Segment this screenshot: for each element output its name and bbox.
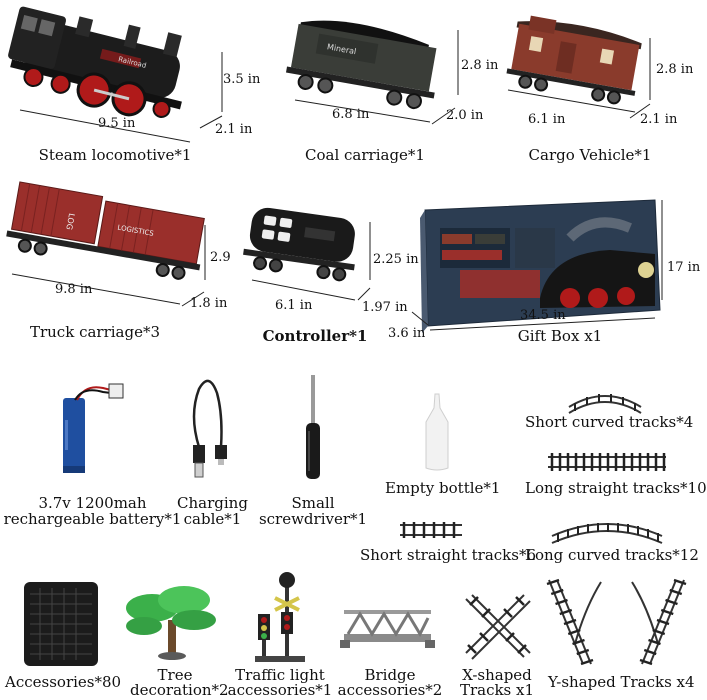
cable-label-1: Charging — [177, 494, 248, 512]
controller-label: Controller*1 — [262, 327, 368, 345]
truck-length: 9.8 in — [55, 282, 93, 297]
truck-carriage-image: LOG LOGISTICS — [6, 181, 205, 280]
tree-label-1: Tree — [157, 666, 193, 684]
gift-box-length: 34.5 in — [520, 308, 566, 323]
long-straight-tracks-label: Long straight tracks*10 — [525, 479, 707, 497]
coal-carriage-image: Mineral — [285, 20, 437, 110]
bridge-image — [340, 610, 435, 648]
locomotive-depth: 2.1 in — [215, 122, 253, 137]
controller-length: 6.1 in — [275, 298, 313, 313]
accessories-image — [24, 582, 98, 666]
steam-locomotive-image: Railroad — [8, 6, 182, 118]
traffic-light-label-1: Traffic light — [235, 666, 325, 684]
tree-label-2: decoration*2 — [130, 681, 229, 699]
locomotive-height: 3.5 in — [223, 72, 261, 87]
battery-label-2: rechargeable battery*1 — [3, 510, 182, 528]
truck-height: 2.9 — [210, 250, 231, 265]
long-straight-tracks-image — [548, 453, 666, 471]
gift-box-image — [420, 199, 661, 333]
truck-carriage-label: Truck carriage*3 — [29, 323, 161, 341]
x-tracks-image — [465, 594, 531, 660]
controller-height: 2.25 in — [373, 252, 419, 267]
screwdriver-label-1: Small — [291, 494, 335, 512]
screwdriver-label-2: screwdriver*1 — [258, 510, 368, 528]
short-straight-tracks-label: Short straight tracks*6 — [360, 546, 537, 564]
short-curved-tracks-image — [568, 394, 642, 414]
gift-box-height: 17 in — [667, 260, 701, 275]
coal-height: 2.8 in — [461, 58, 499, 73]
traffic-light-image — [255, 572, 305, 662]
long-curved-tracks-label: Long curved tracks*12 — [525, 546, 699, 564]
truck-depth: 1.8 in — [190, 296, 228, 311]
coal-depth: 2.0 in — [446, 108, 484, 123]
bridge-label-2: accessories*2 — [337, 681, 443, 699]
x-tracks-label-1: X-shaped — [462, 666, 532, 684]
coal-carriage-label: Coal carriage*1 — [305, 146, 425, 164]
cargo-length: 6.1 in — [528, 112, 566, 127]
battery-image — [63, 383, 124, 473]
container-text-log: LOG — [64, 213, 76, 231]
steam-locomotive-label: Steam locomotive*1 — [38, 146, 192, 164]
traffic-light-label-2: accessories*1 — [227, 681, 333, 699]
x-tracks-label-2: Tracks x1 — [459, 681, 535, 699]
empty-bottle-label: Empty bottle*1 — [385, 479, 501, 497]
accessories-label: Accessories*80 — [5, 673, 122, 691]
long-curved-tracks-image — [551, 523, 663, 544]
charging-cable-image — [192, 379, 227, 478]
locomotive-length: 9.5 in — [98, 116, 136, 131]
controller-image — [243, 207, 355, 282]
cargo-vehicle-image — [506, 15, 642, 105]
controller-depth: 1.97 in — [362, 300, 408, 315]
bridge-label-1: Bridge — [364, 666, 416, 684]
tree-image — [126, 586, 216, 660]
gift-box-label: Gift Box x1 — [517, 327, 603, 345]
empty-bottle-image — [425, 393, 449, 471]
cargo-vehicle-label: Cargo Vehicle*1 — [528, 146, 652, 164]
short-straight-tracks-image — [400, 522, 462, 538]
short-curved-tracks-label: Short curved tracks*4 — [525, 413, 694, 431]
battery-label-1: 3.7v 1200mah — [38, 494, 147, 512]
cargo-height: 2.8 in — [656, 62, 694, 77]
cargo-depth: 2.1 in — [640, 112, 678, 127]
coal-length: 6.8 in — [332, 107, 370, 122]
y-tracks-label: Y-shaped Tracks x4 — [548, 673, 695, 691]
gift-box-depth: 3.6 in — [388, 326, 426, 341]
cable-label-2: cable*1 — [183, 510, 242, 528]
screwdriver-image — [306, 375, 320, 479]
y-tracks-image-right — [631, 578, 687, 666]
y-tracks-image-left — [546, 578, 602, 666]
